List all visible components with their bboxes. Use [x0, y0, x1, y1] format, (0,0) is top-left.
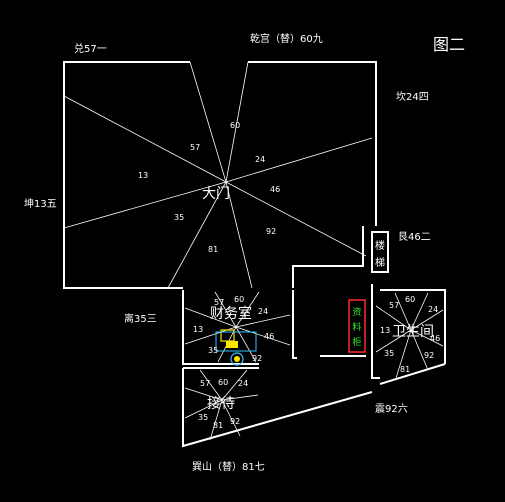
main-num-60: 60 [230, 121, 240, 130]
reception-num-81: 81 [213, 421, 223, 430]
reception-num-24: 24 [238, 379, 248, 388]
bath-num-60: 60 [405, 295, 415, 304]
main-room-rays [63, 61, 373, 289]
chair-icon [230, 352, 244, 366]
reception-room-walls [182, 367, 373, 448]
reception-room-rays [184, 369, 259, 441]
bath-num-46: 46 [430, 334, 440, 343]
cabinet-label-2: 料 [352, 321, 361, 333]
bath-num-57: 57 [389, 301, 399, 310]
finance-num-57: 57 [214, 298, 224, 307]
diagram-title: 图二 [433, 35, 465, 54]
label-bottom: 巽山（替）81七 [192, 460, 265, 473]
stairs-label-1: 楼 [375, 239, 385, 252]
file-cabinet [348, 299, 366, 353]
finance-num-24: 24 [258, 307, 268, 316]
finance-room-label: 财务室 [210, 305, 252, 322]
main-num-24: 24 [255, 155, 265, 164]
bath-num-35: 35 [384, 349, 394, 358]
main-num-46: 46 [270, 185, 280, 194]
main-room-walls [63, 61, 377, 289]
reception-num-60: 60 [218, 378, 228, 387]
reception-label: 接待 [207, 395, 235, 412]
finance-room-numbers: 57 60 24 13 46 35 92 [193, 295, 274, 363]
reception-num-35: 35 [198, 413, 208, 422]
room-labels: 大门 财务室 接待 卫生间 [202, 186, 434, 412]
label-right-mid: 艮46二 [398, 231, 431, 243]
desk-drawer-icon [226, 341, 238, 348]
reception-num-57: 57 [200, 379, 210, 388]
cabinet-label-1: 资 [352, 307, 361, 318]
stairs-label-2: 梯 [375, 256, 385, 269]
desk-outline [215, 331, 257, 352]
label-mid-left: 离35三 [124, 312, 157, 325]
finance-num-60: 60 [234, 295, 244, 304]
label-top-left: 兑57一 [74, 42, 107, 55]
bathroom-walls [371, 284, 446, 385]
main-num-57: 57 [190, 143, 200, 152]
bath-num-81: 81 [400, 365, 410, 374]
finance-num-46: 46 [264, 332, 274, 341]
main-door-label: 大门 [202, 186, 230, 202]
bath-num-92: 92 [424, 351, 434, 360]
label-bottom-right: 震92六 [375, 403, 408, 415]
bathroom-rays [375, 292, 444, 379]
label-right-top: 坎24四 [396, 90, 429, 103]
finance-num-35: 35 [208, 346, 218, 355]
label-top: 乾宫（替）60九 [250, 32, 323, 45]
direction-labels: 图二 兑57一 乾宫（替）60九 坎24四 坤13五 艮46二 离35三 震92… [24, 32, 465, 473]
main-room-numbers: 60 57 24 13 46 35 92 81 [138, 121, 280, 254]
main-num-13: 13 [138, 171, 148, 180]
bath-num-13: 13 [380, 326, 390, 335]
cabinet-label-3: 柜 [352, 336, 361, 348]
bathroom-numbers: 57 60 24 13 46 35 92 81 [380, 295, 440, 374]
chair-seat-icon [234, 356, 240, 362]
reception-room-numbers: 57 60 24 35 92 81 [198, 378, 248, 430]
bathroom-label: 卫生间 [392, 324, 434, 340]
finance-num-13: 13 [193, 325, 203, 334]
reception-num-92: 92 [230, 417, 240, 426]
stairs-box [371, 231, 389, 273]
bath-num-24: 24 [428, 305, 438, 314]
main-num-35: 35 [174, 213, 184, 222]
label-left: 坤13五 [24, 197, 57, 210]
finance-num-92: 92 [252, 354, 262, 363]
main-num-81: 81 [208, 245, 218, 254]
main-num-92: 92 [266, 227, 276, 236]
